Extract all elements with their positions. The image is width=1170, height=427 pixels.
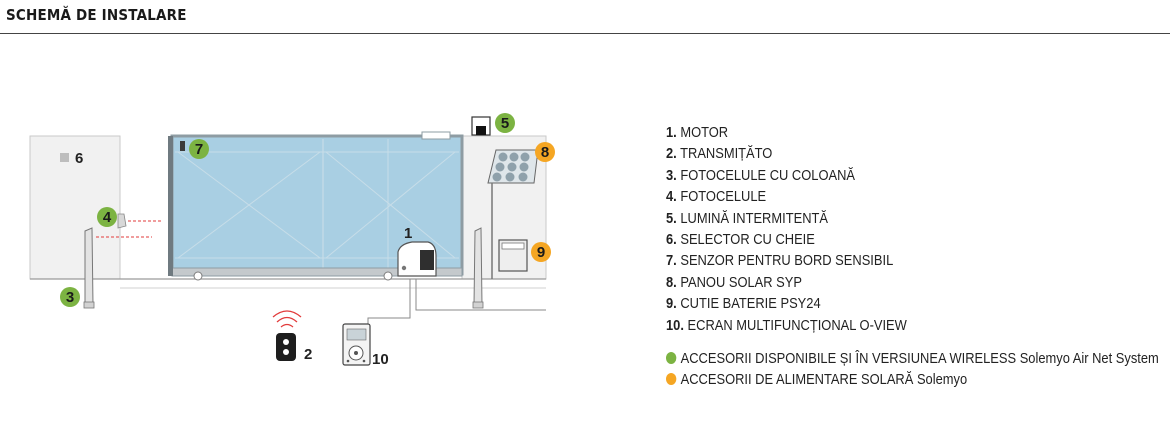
legend-text: PANOU SOLAR SYP	[680, 273, 802, 291]
legend-item: 1. MOTOR	[666, 122, 1159, 143]
legend-number: 9.	[666, 295, 677, 313]
note-solar-text: ACCESORII DE ALIMENTARE SOLARĂ Solemyo	[680, 370, 968, 388]
legend-number: 3.	[666, 166, 677, 184]
flashing-light-device	[471, 116, 491, 136]
label-solar-panel: 8	[541, 144, 549, 161]
label-motor: 1	[404, 225, 412, 242]
callout-solar-panel	[535, 142, 555, 162]
battery-box-device	[498, 239, 528, 272]
label-battery-box: 9	[537, 244, 545, 261]
legend-notes: ACCESORII DISPONIBILE ȘI ÎN VERSIUNEA WI…	[666, 348, 1159, 390]
wiring-motor-display	[367, 279, 411, 326]
legend: 1. MOTOR 2. TRANSMIȚĂTO 3. FOTOCELULE CU…	[666, 122, 1159, 390]
wiring-motor-photocell	[415, 279, 546, 311]
legend-item: 9. CUTIE BATERIE PSY24	[666, 293, 1159, 314]
installation-diagram: 4 6 3 7 5 8 9	[29, 113, 555, 368]
callout-battery-box	[531, 242, 551, 262]
column-photocell-right	[472, 227, 484, 309]
label-flashing-light: 5	[501, 115, 509, 132]
legend-text: FOTOCELULE	[680, 188, 767, 206]
legend-number: 7.	[666, 252, 677, 270]
legend-item: 10. ECRAN MULTIFUNCȚIONAL O-VIEW	[666, 315, 1159, 336]
title-divider	[0, 33, 1170, 34]
callout-flashing-light	[495, 113, 515, 133]
orange-dot-icon	[666, 373, 677, 386]
legend-number: 2.	[666, 145, 677, 163]
display-device	[342, 323, 371, 366]
legend-list: 1. MOTOR 2. TRANSMIȚĂTO 3. FOTOCELULE CU…	[666, 122, 1159, 336]
motor-device	[397, 241, 437, 277]
legend-text: FOTOCELULE CU COLOANĂ	[680, 166, 856, 184]
legend-number: 6.	[666, 230, 677, 248]
legend-text: SELECTOR CU CHEIE	[680, 230, 815, 248]
label-column-photocells: 3	[66, 289, 74, 306]
legend-item: 8. PANOU SOLAR SYP	[666, 272, 1159, 293]
edge-sensor-device	[180, 141, 185, 151]
legend-number: 5.	[666, 209, 677, 227]
solar-panel-device	[487, 149, 539, 279]
legend-number: 4.	[666, 188, 677, 206]
note-wireless-text: ACCESORII DISPONIBILE ȘI ÎN VERSIUNEA WI…	[680, 349, 1159, 367]
transmitter-device	[272, 310, 302, 361]
photocell-device	[117, 213, 127, 229]
legend-text: LUMINĂ INTERMITENTĂ	[680, 209, 829, 227]
legend-item: 7. SENZOR PENTRU BORD SENSIBIL	[666, 250, 1159, 271]
legend-text: SENZOR PENTRU BORD SENSIBIL	[680, 252, 894, 270]
note-solar: ACCESORII DE ALIMENTARE SOLARĂ Solemyo	[666, 369, 1159, 390]
key-selector-device	[60, 153, 69, 162]
label-photocells: 4	[103, 209, 112, 226]
callout-photocells	[97, 207, 117, 227]
legend-number: 8.	[666, 273, 677, 291]
label-transmitter: 2	[304, 346, 312, 363]
legend-item: 3. FOTOCELULE CU COLOANĂ	[666, 165, 1159, 186]
legend-text: MOTOR	[680, 124, 729, 141]
note-wireless: ACCESORII DISPONIBILE ȘI ÎN VERSIUNEA WI…	[666, 348, 1159, 369]
callout-column-photocells	[60, 287, 80, 307]
legend-item: 2. TRANSMIȚĂTO	[666, 143, 1159, 164]
legend-text: CUTIE BATERIE PSY24	[680, 295, 821, 313]
legend-text: ECRAN MULTIFUNCȚIONAL O-VIEW	[687, 316, 907, 334]
legend-number: 10.	[666, 316, 684, 334]
legend-item: 5. LUMINĂ INTERMITENTĂ	[666, 208, 1159, 229]
column-photocell-left	[83, 227, 95, 309]
legend-item: 4. FOTOCELULE	[666, 186, 1159, 207]
legend-text: TRANSMIȚĂTO	[680, 145, 773, 163]
label-edge-sensor: 7	[195, 141, 203, 158]
legend-item: 6. SELECTOR CU CHEIE	[666, 229, 1159, 250]
page-title: SCHEMĂ DE INSTALARE	[6, 6, 187, 24]
label-display: 10	[372, 351, 389, 368]
label-key-selector: 6	[75, 150, 83, 167]
callout-edge-sensor	[189, 139, 209, 159]
green-dot-icon	[666, 352, 677, 365]
legend-number: 1.	[666, 124, 677, 141]
